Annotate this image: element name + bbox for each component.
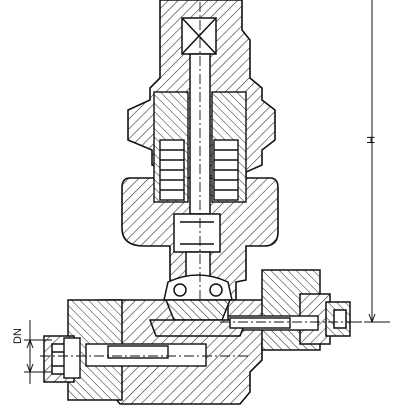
packing-gland xyxy=(153,91,247,203)
nominal-diameter-label: DN xyxy=(12,328,24,344)
height-label: H xyxy=(364,136,376,144)
stem xyxy=(173,17,221,279)
outlet-fitting xyxy=(261,269,351,351)
dimension-dn xyxy=(24,320,52,384)
bolts xyxy=(63,317,291,379)
valve-disc xyxy=(148,274,248,337)
dimension-h xyxy=(350,0,390,324)
